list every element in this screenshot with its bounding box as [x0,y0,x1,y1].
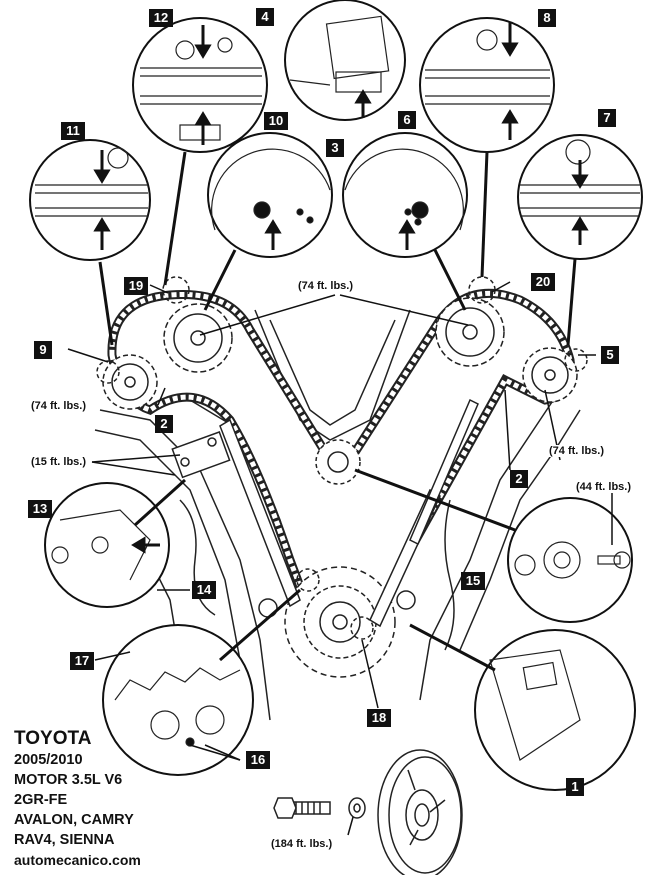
callout-12: 12 [149,9,173,27]
title-block: TOYOTA 2005/2010 MOTOR 3.5L V6 2GR-FE AV… [14,728,141,870]
callout-13: 13 [28,500,52,518]
leader-lines [67,281,613,836]
brand-title: TOYOTA [14,728,92,749]
site-name: automecanico.com [14,852,141,868]
detail-contents [35,15,640,761]
callout-20: 20 [531,273,555,291]
chain-tensioner [171,431,231,479]
callout-2-left: 2 [155,415,173,433]
detail-connectors [98,151,577,672]
callout-17: 17 [70,652,94,670]
models-line-1: AVALON, CAMRY [14,812,134,828]
torque-pulley: (184 ft. lbs.) [270,838,334,850]
model-years: 2005/2010 [14,752,83,768]
callout-19: 19 [124,277,148,295]
callout-16: 16 [246,751,270,769]
crank-bolt [273,797,366,819]
callout-9: 9 [34,341,52,359]
callout-11: 11 [61,122,85,140]
torque-left-sprocket: (74 ft. lbs.) [30,400,88,412]
engine-code: 2GR-FE [14,792,68,808]
chain-guides [219,398,479,628]
torque-camshaft: (74 ft. lbs.) [297,280,355,292]
callout-10: 10 [264,112,288,130]
detail-circles [29,0,643,791]
callout-3: 3 [326,139,344,157]
engine-name: MOTOR 3.5L V6 [14,772,123,788]
callout-6: 6 [398,111,416,129]
callout-7: 7 [598,109,616,127]
callout-1: 1 [566,778,584,796]
callout-2-right: 2 [510,470,528,488]
torque-tensioner: (15 ft. lbs.) [30,456,88,468]
callout-4: 4 [256,8,274,26]
callout-8: 8 [538,9,556,27]
models-line-2: RAV4, SIENNA [14,832,115,848]
alignment-arrows [93,22,589,554]
callout-15: 15 [461,572,485,590]
torque-idler: (44 ft. lbs.) [575,481,633,493]
crank-pulley [377,749,463,875]
callout-5: 5 [601,346,619,364]
torque-right-sprocket: (74 ft. lbs.) [548,445,606,457]
sprockets [102,297,578,678]
callout-14: 14 [192,581,216,599]
callout-18: 18 [367,709,391,727]
